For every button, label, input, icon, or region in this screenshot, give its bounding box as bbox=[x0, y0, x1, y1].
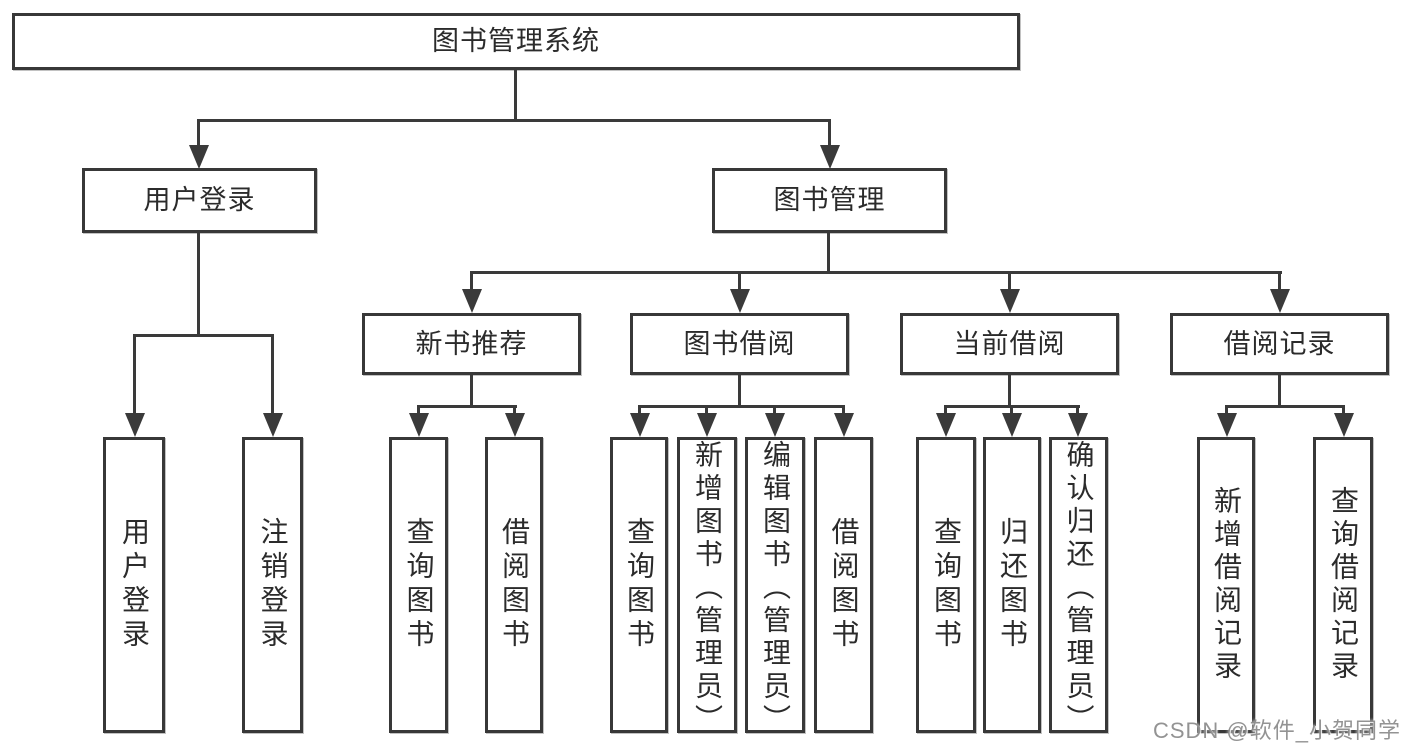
leaf-logout: 注销登录 bbox=[242, 437, 303, 733]
arrowhead-down-icon bbox=[505, 413, 525, 437]
arrowhead-down-icon bbox=[125, 413, 145, 437]
connector-leaf-stem bbox=[513, 405, 516, 417]
connector-current-borrow-stub bbox=[1008, 375, 1011, 408]
connector-to-leaf-logout bbox=[271, 334, 274, 415]
connector-to-current-borrow bbox=[1008, 271, 1011, 293]
connector-leaf-stem bbox=[944, 405, 947, 417]
connector-leaf-stem bbox=[705, 405, 708, 417]
connector-to-leaf-user-login bbox=[133, 334, 136, 415]
arrowhead-down-icon bbox=[936, 413, 956, 437]
connector-book-borrow-rail bbox=[638, 405, 845, 408]
connector-book-borrow-stub bbox=[738, 375, 741, 408]
connector-leaf-stem bbox=[842, 405, 845, 417]
leaf-borrow-books-recommend: 借阅图书 bbox=[485, 437, 543, 733]
connector-leaf-stem bbox=[1010, 405, 1013, 417]
connector-to-user-login bbox=[197, 119, 200, 149]
connector-leaf-stem bbox=[773, 405, 776, 417]
arrowhead-down-icon bbox=[834, 413, 854, 437]
arrowhead-down-icon bbox=[730, 289, 750, 313]
connector-to-new-book bbox=[470, 271, 473, 293]
node-book-borrowing: 图书借阅 bbox=[630, 313, 849, 375]
arrowhead-down-icon bbox=[1217, 413, 1237, 437]
connector-leaf-stem bbox=[1076, 405, 1079, 417]
csdn-watermark: CSDN @软件_小贺同学 bbox=[1152, 718, 1401, 743]
leaf-return-books: 归还图书 bbox=[983, 437, 1041, 733]
connector-to-book-borrow bbox=[738, 271, 741, 293]
arrowhead-down-icon bbox=[462, 289, 482, 313]
connector-root-stub bbox=[514, 70, 517, 120]
connector-level3-rail bbox=[470, 271, 1282, 274]
connector-user-login-stub bbox=[197, 233, 200, 337]
connector-book-mgmt-stub bbox=[827, 233, 830, 274]
arrowhead-down-icon bbox=[189, 145, 209, 169]
arrowhead-down-icon bbox=[630, 413, 650, 437]
arrowhead-down-icon bbox=[409, 413, 429, 437]
leaf-query-borrow-record: 查询借阅记录 bbox=[1313, 437, 1373, 733]
node-book-management: 图书管理 bbox=[712, 168, 947, 233]
connector-level1-rail bbox=[197, 119, 831, 122]
arrowhead-down-icon bbox=[697, 413, 717, 437]
node-user-login: 用户登录 bbox=[82, 168, 317, 233]
arrowhead-down-icon bbox=[765, 413, 785, 437]
leaf-add-books-admin: 新增图书（管理员） bbox=[677, 437, 737, 737]
arrowhead-down-icon bbox=[1270, 289, 1290, 313]
connector-borrow-record-rail bbox=[1225, 405, 1344, 408]
connector-leaf-stem bbox=[417, 405, 420, 417]
leaf-borrow-books: 借阅图书 bbox=[814, 437, 873, 733]
arrowhead-down-icon bbox=[1002, 413, 1022, 437]
arrowhead-down-icon bbox=[263, 413, 283, 437]
leaf-query-books-current: 查询图书 bbox=[916, 437, 976, 733]
connector-leaf-stem bbox=[1225, 405, 1228, 417]
arrowhead-down-icon bbox=[820, 145, 840, 169]
node-borrowing-records: 借阅记录 bbox=[1170, 313, 1389, 375]
arrowhead-down-icon bbox=[1068, 413, 1088, 437]
leaf-query-books-recommend: 查询图书 bbox=[389, 437, 448, 733]
connector-leaf-stem bbox=[1342, 405, 1345, 417]
connector-new-book-rail bbox=[417, 405, 517, 408]
node-library-management-system: 图书管理系统 bbox=[12, 13, 1020, 70]
leaf-edit-books-admin: 编辑图书（管理员） bbox=[745, 437, 805, 737]
node-current-borrowing: 当前借阅 bbox=[900, 313, 1119, 375]
connector-user-login-rail bbox=[133, 334, 274, 337]
arrowhead-down-icon bbox=[1000, 289, 1020, 313]
connector-new-book-stub bbox=[470, 375, 473, 408]
connector-borrow-record-stub bbox=[1278, 375, 1281, 408]
leaf-add-borrow-record: 新增借阅记录 bbox=[1197, 437, 1255, 733]
leaf-query-books-borrowing: 查询图书 bbox=[610, 437, 668, 733]
connector-leaf-stem bbox=[638, 405, 641, 417]
connector-to-borrow-record bbox=[1278, 271, 1281, 293]
node-new-book-recommend: 新书推荐 bbox=[362, 313, 581, 375]
leaf-confirm-return-admin: 确认归还（管理员） bbox=[1049, 437, 1108, 737]
connector-to-book-management bbox=[828, 119, 831, 149]
leaf-user-login: 用户登录 bbox=[103, 437, 165, 733]
arrowhead-down-icon bbox=[1334, 413, 1354, 437]
